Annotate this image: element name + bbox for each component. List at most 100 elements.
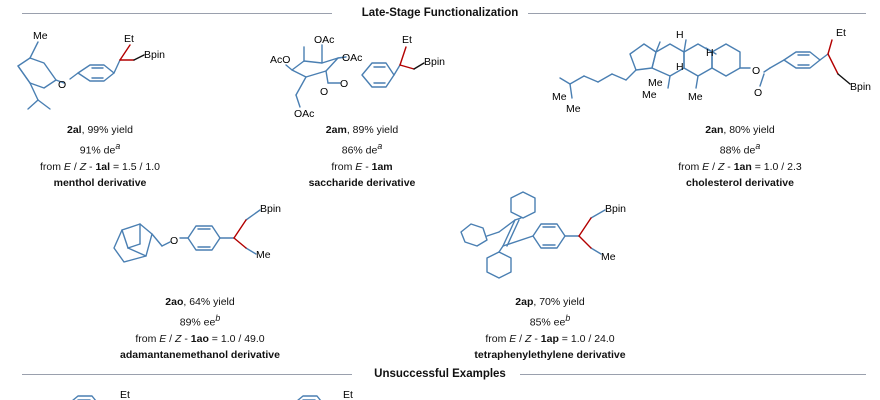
label-bpin: Bpin — [144, 49, 165, 61]
geometry-e: E — [702, 160, 710, 173]
section-title-late-stage: Late-Stage Functionalization — [351, 7, 529, 19]
label-o: O — [754, 87, 762, 99]
header-rule-right — [526, 13, 866, 14]
structure-2al: Me O Et Bpin — [0, 25, 200, 115]
label-h: H — [706, 47, 714, 59]
label-o: O — [752, 65, 760, 77]
yield-text: , 89% yield — [346, 124, 399, 136]
caption-2ao: 2ao, 64% yield 89% eeb from E / Z - 1ao … — [85, 294, 315, 363]
label-o: O — [170, 235, 178, 247]
partial-structure-right: Et — [285, 388, 375, 400]
compound-id: 2ap — [515, 296, 534, 308]
substrate-id: 1ap — [540, 332, 559, 345]
substrate-id: 1am — [371, 160, 393, 173]
selectivity-text: 91% de — [79, 144, 116, 157]
label-bpin: Bpin — [424, 56, 445, 68]
label-me: Me — [33, 30, 48, 42]
yield-text: , 99% yield — [81, 124, 133, 136]
label-me: Me — [566, 103, 581, 115]
label-me: Me — [648, 77, 663, 89]
section-header-late-stage: Late-Stage Functionalization — [0, 5, 880, 21]
geometry-e: E — [63, 160, 71, 173]
label-bpin: Bpin — [605, 203, 626, 215]
caption-2al: 2al, 99% yield 91% dea from E / Z - 1al … — [0, 122, 200, 191]
label-o: O — [58, 79, 66, 91]
ratio-text: = 1.5 / 1.0 — [110, 160, 160, 173]
section-title-unsuccessful: Unsuccessful Examples — [364, 368, 516, 380]
header-rule-right — [520, 374, 866, 375]
compound-id: 2an — [705, 124, 724, 136]
yield-text: , 70% yield — [533, 296, 585, 308]
caption-source: from E / Z - 1al = 1.5 / 1.0 — [0, 159, 200, 175]
structure-2ao: O Bpin Me — [100, 198, 300, 288]
compound-id: 2al — [67, 124, 82, 136]
derivative-name: cholesterol derivative — [686, 176, 794, 189]
compound-id: 2ao — [165, 296, 184, 308]
substrate-id: 1al — [95, 160, 111, 173]
selectivity-text: 89% ee — [179, 316, 216, 329]
footnote-mark: b — [565, 313, 571, 323]
header-rule-left — [22, 13, 332, 14]
source-prefix: from — [485, 332, 510, 345]
substrate-id: 1an — [733, 160, 752, 173]
caption-selectivity: 91% dea — [0, 138, 200, 159]
geometry-e: E — [159, 332, 167, 345]
source-prefix: from — [331, 160, 356, 173]
caption-2ap: 2ap, 70% yield 85% eeb from E / Z - 1ap … — [430, 294, 670, 363]
geometry-e: E — [509, 332, 517, 345]
caption-yield: 2al, 99% yield — [0, 122, 200, 138]
partial-structure-left: Et — [60, 388, 150, 400]
geometry-z: Z — [525, 332, 532, 345]
yield-text: , 64% yield — [183, 296, 235, 308]
ratio-text: = 1.0 / 49.0 — [208, 332, 265, 345]
label-et: Et — [120, 389, 130, 400]
structure-2an: H H H Me Me Me Me Me O O Et Bpin — [548, 22, 878, 122]
source-dash: - — [362, 160, 372, 173]
label-me: Me — [256, 249, 271, 261]
geometry-separator: / — [709, 160, 718, 173]
footnote-mark: b — [215, 313, 221, 323]
caption-2an: 2an, 80% yield 88% dea from E / Z - 1an … — [610, 122, 870, 191]
section-header-unsuccessful: Unsuccessful Examples — [0, 366, 880, 382]
geometry-separator: / — [516, 332, 526, 345]
label-bpin: Bpin — [850, 81, 871, 93]
ratio-text: = 1.0 / 2.3 — [751, 160, 802, 173]
label-oac: OAc — [314, 34, 334, 46]
source-dash: - — [724, 160, 734, 173]
derivative-name: tetraphenylethylene derivative — [474, 348, 626, 361]
source-prefix: from — [678, 160, 703, 173]
source-dash: - — [181, 332, 191, 345]
label-h: H — [676, 61, 684, 73]
selectivity-text: 88% de — [719, 144, 756, 157]
label-o: O — [340, 78, 348, 90]
label-et: Et — [402, 34, 412, 46]
substrate-id: 1ao — [190, 332, 209, 345]
selectivity-text: 85% ee — [529, 316, 566, 329]
structure-2ap: Bpin Me — [455, 188, 655, 288]
source-prefix: from — [135, 332, 160, 345]
caption-2am: 2am, 89% yield 86% dea from E - 1am sacc… — [262, 122, 462, 191]
derivative-name: menthol derivative — [53, 176, 147, 189]
source-dash: - — [86, 160, 96, 173]
label-oac: OAc — [294, 108, 314, 120]
label-et: Et — [836, 27, 846, 39]
selectivity-text: 86% de — [341, 144, 378, 157]
label-me: Me — [552, 91, 567, 103]
label-aco: AcO — [270, 54, 290, 66]
source-prefix: from — [40, 160, 64, 173]
structure-2am: OAc AcO OAc O O OAc Et Bpin — [262, 25, 462, 120]
label-oac: OAc — [342, 52, 362, 64]
geometry-z: Z — [717, 160, 725, 173]
geometry-e: E — [355, 160, 363, 173]
label-bpin: Bpin — [260, 203, 281, 215]
label-me: Me — [601, 251, 616, 263]
ratio-text: = 1.0 / 24.0 — [558, 332, 615, 345]
geometry-separator: / — [166, 332, 176, 345]
derivative-name: saccharide derivative — [308, 176, 416, 189]
geometry-z: Z — [175, 332, 182, 345]
header-rule-left — [22, 374, 352, 375]
label-me: Me — [688, 91, 703, 103]
label-et: Et — [343, 389, 353, 400]
derivative-name: adamantanemethanol derivative — [120, 348, 280, 361]
footnote-mark: a — [377, 141, 383, 151]
